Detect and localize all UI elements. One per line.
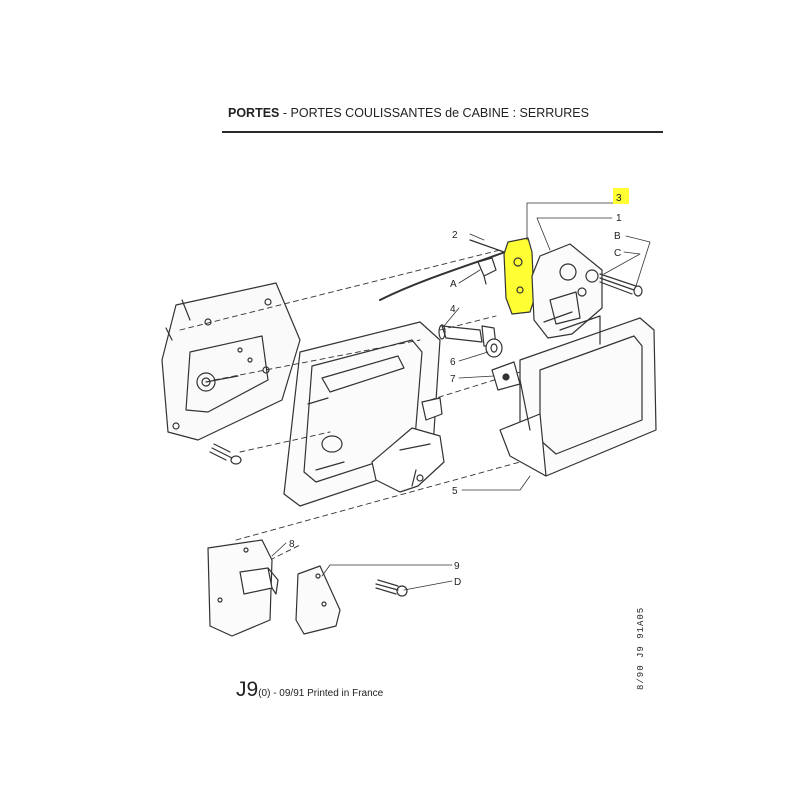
callout-3: 3	[616, 193, 622, 204]
leader-lines	[271, 202, 651, 591]
callout-b: B	[614, 231, 621, 242]
callout-c: C	[614, 248, 621, 259]
lock-plate-highlighted	[503, 237, 535, 315]
door-inner-panel	[161, 282, 301, 441]
bracket-9	[295, 565, 341, 635]
screw-lower-left	[209, 443, 242, 465]
callout-8: 8	[289, 539, 295, 550]
callout-3-highlight	[613, 188, 629, 204]
footer-model: J9	[236, 678, 259, 701]
page-footer: J9(0) - 09/91 Printed in France	[236, 678, 383, 702]
washer-6	[485, 338, 503, 358]
header-subtitle: PORTES COULISSANTES de CABINE : SERRURES	[290, 106, 589, 120]
link-rod-hook	[469, 239, 505, 253]
header-separator: -	[279, 106, 291, 120]
clip-a	[477, 257, 497, 285]
handle-insert	[421, 397, 443, 421]
callout-d: D	[454, 577, 461, 588]
callout-4: 4	[450, 304, 456, 315]
bumper-8	[207, 539, 279, 637]
footer-edition: (0) - 09/91 Printed in France	[258, 688, 384, 699]
plate-7	[491, 361, 521, 391]
header-rule	[222, 131, 663, 133]
callout-1: 1	[616, 213, 622, 224]
callout-7: 7	[450, 374, 456, 385]
callout-2: 2	[452, 230, 458, 241]
callout-5: 5	[452, 486, 458, 497]
assembly-lines	[179, 249, 521, 561]
lock-body	[531, 243, 603, 339]
reference-code: 8/90 J9 91A05	[636, 606, 646, 690]
release-lever	[371, 427, 445, 493]
callout-9: 9	[454, 561, 460, 572]
page-header: PORTES - PORTES COULISSANTES de CABINE :…	[228, 106, 589, 120]
striker-housing	[499, 315, 657, 477]
callout-a: A	[450, 279, 457, 290]
header-section: PORTES	[228, 106, 280, 120]
screw-d	[375, 579, 408, 597]
screw-b-c	[585, 269, 643, 297]
callout-6: 6	[450, 357, 456, 368]
link-rod	[379, 251, 506, 301]
